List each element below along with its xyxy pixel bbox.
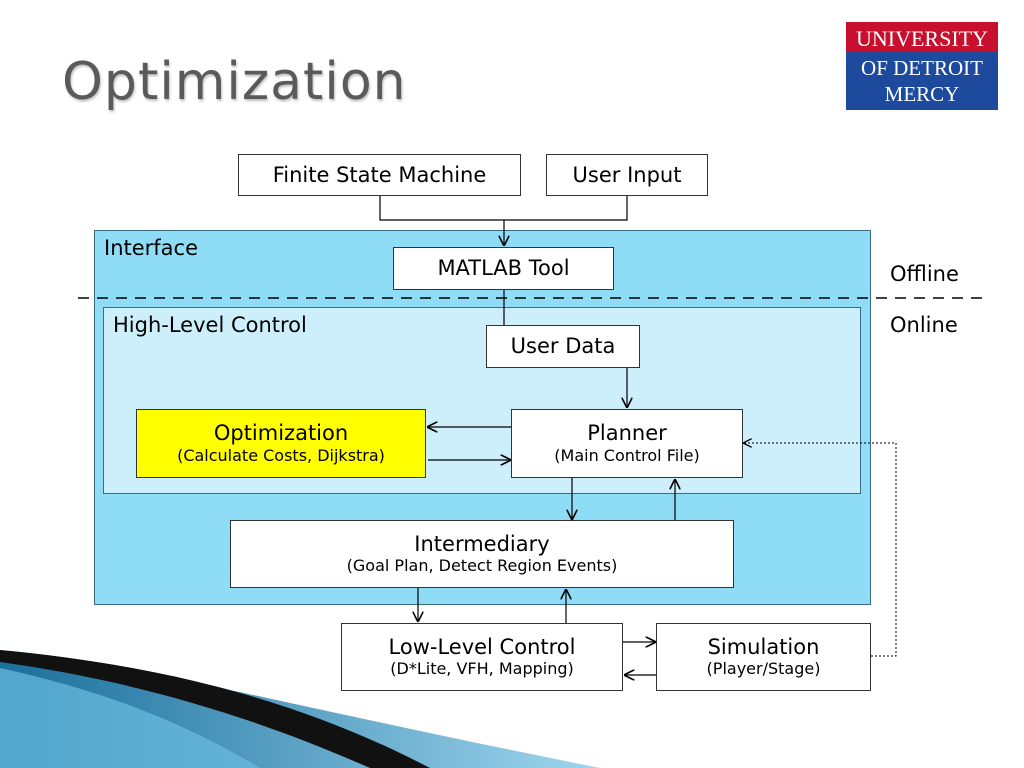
high-level-control-label: High-Level Control: [113, 313, 307, 337]
edge-simulation-planner: [744, 443, 897, 657]
node-optimization-label: Optimization: [213, 421, 349, 446]
node-planner: Planner (Main Control File): [511, 409, 743, 478]
logo-line1: UNIVERSITY: [856, 26, 988, 51]
node-matlab-tool-label: MATLAB Tool: [437, 256, 570, 281]
node-planner-sub: (Main Control File): [554, 445, 700, 465]
university-logo: UNIVERSITY OF DETROIT MERCY: [846, 22, 998, 110]
node-matlab-tool: MATLAB Tool: [393, 247, 614, 290]
node-simulation-label: Simulation: [707, 634, 820, 659]
node-simulation: Simulation (Player/Stage): [656, 623, 871, 691]
node-user-data: User Data: [486, 325, 640, 368]
node-user-data-label: User Data: [510, 334, 616, 359]
node-intermediary-sub: (Goal Plan, Detect Region Events): [346, 556, 618, 576]
node-user-input: User Input: [546, 154, 708, 196]
node-user-input-label: User Input: [572, 162, 682, 187]
logo-line2: OF DETROIT: [861, 56, 983, 80]
node-low-level-control: Low-Level Control (D*Lite, VFH, Mapping): [341, 623, 623, 691]
node-intermediary: Intermediary (Goal Plan, Detect Region E…: [230, 520, 734, 588]
slide-title: Optimization: [62, 52, 407, 112]
edge-fsm-merge: [379, 196, 628, 221]
node-optimization: Optimization (Calculate Costs, Dijkstra): [136, 409, 426, 478]
node-intermediary-label: Intermediary: [414, 531, 550, 556]
node-simulation-sub: (Player/Stage): [706, 659, 821, 679]
node-fsm-label: Finite State Machine: [272, 162, 487, 187]
node-planner-label: Planner: [587, 421, 667, 446]
online-label: Online: [890, 313, 958, 337]
interface-label: Interface: [104, 236, 199, 260]
logo-line3: MERCY: [885, 82, 960, 106]
node-finite-state-machine: Finite State Machine: [238, 154, 521, 196]
node-optimization-sub: (Calculate Costs, Dijkstra): [177, 445, 385, 465]
node-low-level-control-sub: (D*Lite, VFH, Mapping): [390, 659, 574, 679]
offline-label: Offline: [890, 262, 959, 286]
node-low-level-control-label: Low-Level Control: [388, 634, 576, 659]
